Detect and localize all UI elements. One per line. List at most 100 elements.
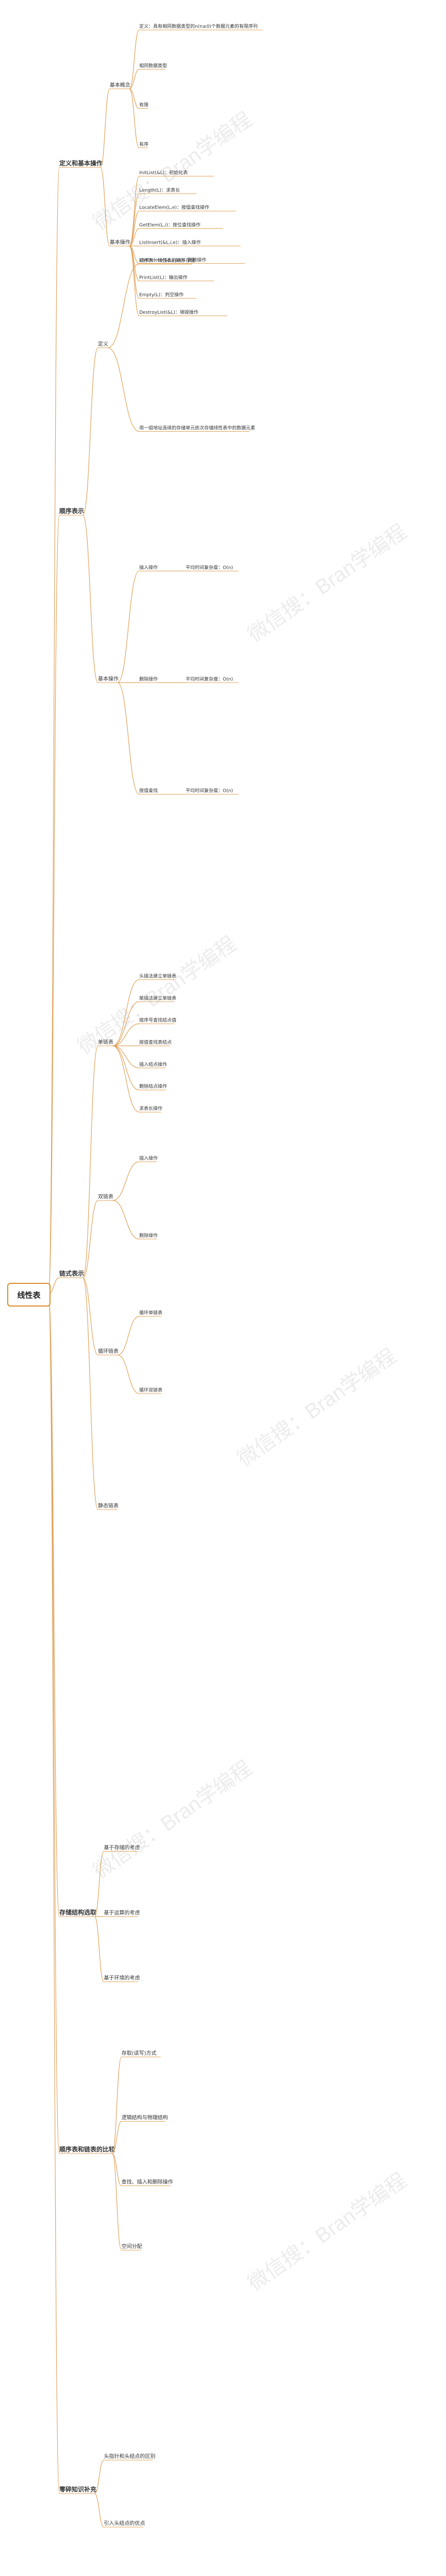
connector <box>129 176 140 247</box>
connector <box>112 1023 140 1046</box>
connector <box>112 2121 122 2154</box>
connector <box>100 88 110 168</box>
connector <box>112 1161 140 1201</box>
connector <box>129 69 140 90</box>
branch-0-child-child[interactable]: InitList(&L)：初始化表 <box>139 170 188 176</box>
connector <box>107 263 140 348</box>
connector <box>48 167 60 1294</box>
connector <box>117 570 140 683</box>
connector <box>82 1277 98 1510</box>
branch-4-child[interactable]: 查找、插入和删除操作 <box>122 2179 173 2185</box>
connector <box>117 1354 140 1394</box>
branch-0-child[interactable]: 基本概念 <box>110 82 130 89</box>
branch-0-child-child[interactable]: ListDelete(&L,i,&e)：删除操作 <box>139 257 206 263</box>
connector <box>112 979 140 1046</box>
branch-1-child-child-child[interactable]: 平均时间复杂度：O(n) <box>186 676 233 682</box>
connector <box>48 1293 60 1917</box>
connector <box>129 245 140 281</box>
branch-2-child[interactable]: 静态链表 <box>98 1502 119 1509</box>
connector <box>100 167 110 247</box>
branch-0-child-child[interactable]: 有限 <box>139 102 148 108</box>
branch-2-child-child[interactable]: 头插法建立单链表 <box>139 973 176 979</box>
branch-2-child-child[interactable]: 插入操作 <box>139 1155 158 1161</box>
connector <box>112 1045 140 1091</box>
connector <box>48 1293 60 2154</box>
connector <box>94 2460 104 2494</box>
connector <box>112 1001 140 1046</box>
connector <box>129 245 140 316</box>
connector <box>112 2153 122 2251</box>
branch-2-child-child[interactable]: 尾插法建立单链表 <box>139 995 176 1001</box>
branch-4-child[interactable]: 逻辑结构与物理结构 <box>122 2114 168 2121</box>
connector <box>112 1045 140 1069</box>
branch-5[interactable]: 零碎知识补充 <box>59 2485 96 2493</box>
branch-2-child-child[interactable]: 删除结点操作 <box>139 1083 167 1090</box>
connector <box>94 1916 104 1982</box>
branch-0-child-child[interactable]: LocateElem(L,e)：按值查找操作 <box>139 205 209 211</box>
connector <box>82 1277 98 1355</box>
connector <box>129 193 140 247</box>
branch-2[interactable]: 链式表示 <box>59 1269 84 1277</box>
connector <box>82 347 98 516</box>
branch-1-child-child[interactable]: 插入操作 <box>139 564 158 570</box>
branch-1[interactable]: 顺序表示 <box>59 507 84 515</box>
branch-0-child-child[interactable]: GetElem(L,i)：按位查找操作 <box>139 222 201 228</box>
connector <box>48 515 60 1294</box>
connector <box>117 682 140 795</box>
branch-4[interactable]: 顺序表和链表的比较 <box>59 2145 115 2153</box>
branch-2-child-child[interactable]: 求表长操作 <box>139 1106 162 1112</box>
branch-4-child[interactable]: 存取(读写)方式 <box>122 2050 157 2057</box>
connector <box>112 2153 122 2187</box>
branch-3-child[interactable]: 基于环境的考虑 <box>104 1975 140 1981</box>
branch-1-child-child[interactable]: 顺序表：线性表的顺序存储 <box>139 258 195 264</box>
connector <box>107 347 140 432</box>
connector <box>129 211 140 247</box>
branch-1-child-child-child[interactable]: 平均时间复杂度：O(n) <box>186 788 233 794</box>
branch-2-child-child[interactable]: 按序号查找结点值 <box>139 1017 176 1023</box>
connector <box>82 1200 98 1278</box>
connector <box>112 1045 140 1113</box>
connector <box>94 1851 104 1917</box>
branch-1-child[interactable]: 基本操作 <box>98 675 119 682</box>
connector <box>112 2056 122 2154</box>
branch-1-child-child[interactable]: 按值查找 <box>139 788 158 794</box>
branch-2-child-child[interactable]: 循环单链表 <box>139 1310 162 1316</box>
branch-0[interactable]: 定义和基本操作 <box>59 159 103 167</box>
branch-0-child-child[interactable]: Length(L)：求表长 <box>139 187 180 193</box>
branch-0-child-child[interactable]: 有序 <box>139 141 148 147</box>
branch-2-child-child[interactable]: 循环双链表 <box>139 1387 162 1393</box>
branch-0-child-child[interactable]: 相同数据类型 <box>139 62 167 69</box>
connector <box>112 1200 140 1240</box>
connector <box>82 1045 98 1278</box>
branch-3-child[interactable]: 基于运算的考虑 <box>104 1909 140 1916</box>
connector <box>48 1293 60 2494</box>
branch-4-child[interactable]: 空间分配 <box>122 2243 142 2250</box>
connector <box>129 88 140 148</box>
branch-2-child[interactable]: 单链表 <box>98 1039 113 1045</box>
branch-5-child[interactable]: 头指针和头结点的区别 <box>104 2453 155 2460</box>
branch-0-child-child[interactable]: PrintList(L)：输出操作 <box>139 274 187 280</box>
branch-0-child-child[interactable]: 定义：具有相同数据类型的n(n≥0)个数据元素的有限序列 <box>139 23 258 29</box>
connector <box>117 1316 140 1355</box>
branch-2-child-child[interactable]: 按值查找表结点 <box>139 1039 172 1045</box>
branch-1-child-child-child[interactable]: 平均时间复杂度：O(n) <box>186 564 233 570</box>
connector <box>82 515 98 683</box>
branch-2-child-child[interactable]: 插入结点操作 <box>139 1061 167 1067</box>
root-node[interactable]: 线性表 <box>7 1283 51 1307</box>
branch-2-child-child[interactable]: 删除操作 <box>139 1232 158 1239</box>
branch-3[interactable]: 存储结构选取 <box>59 1908 96 1916</box>
connector <box>129 29 140 90</box>
branch-0-child-child[interactable]: ListInsert(&L,i,e)：插入操作 <box>139 240 201 246</box>
branch-0-child-child[interactable]: Empty(L)：判空操作 <box>139 292 184 298</box>
branch-2-child[interactable]: 双链表 <box>98 1193 113 1200</box>
branch-3-child[interactable]: 基于存储的考虑 <box>104 1844 140 1851</box>
branch-1-child[interactable]: 定义 <box>98 341 108 347</box>
branch-2-child[interactable]: 循环链表 <box>98 1348 119 1354</box>
branch-5-child[interactable]: 引入头结点的优点 <box>104 2520 145 2527</box>
connector <box>94 2493 104 2528</box>
branch-0-child[interactable]: 基本操作 <box>110 239 130 246</box>
branch-1-child-child[interactable]: 删除操作 <box>139 676 158 682</box>
branch-0-child-child[interactable]: DestroyList(&L)：销毁操作 <box>139 309 199 315</box>
branch-1-child-child[interactable]: 用一组地址连续的存储单元依次存储线性表中的数据元素 <box>139 425 255 431</box>
